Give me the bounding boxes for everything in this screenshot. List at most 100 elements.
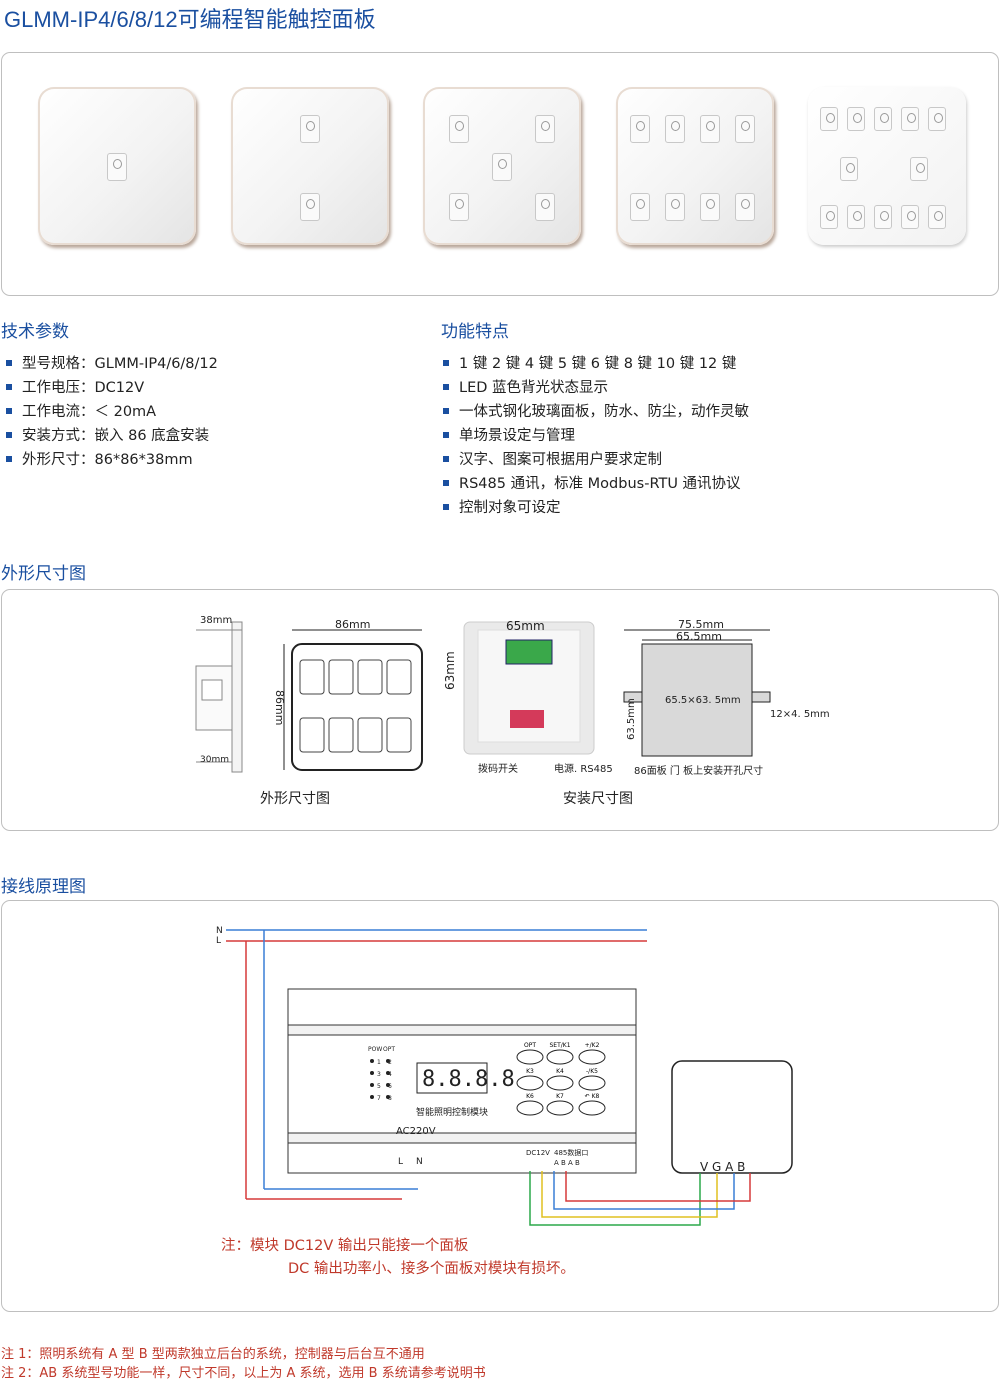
cutout-label: 86面板 门 板上安装开孔尺寸 — [634, 764, 763, 777]
led-number: 5 — [377, 1083, 381, 1090]
dimension-drawing: 38mm 30mm 86mm 86mm 65mm 63mm 拨码开关 电源. R… — [195, 615, 830, 777]
switch-key — [300, 193, 320, 221]
module-button — [516, 1049, 544, 1065]
tech-heading: 技术参数 — [1, 322, 69, 342]
dip-switch-label: 拨码开关 — [478, 762, 518, 775]
led-number: 7 — [377, 1095, 381, 1102]
feature-item: 控制对象可设定 — [443, 496, 749, 520]
module-button — [578, 1100, 606, 1116]
status-led — [386, 1059, 390, 1063]
switch-key — [901, 107, 919, 131]
led-number: 2 — [388, 1059, 392, 1066]
module-button-label: K6 — [526, 1093, 534, 1100]
module-button-label: SET/K1 — [549, 1042, 570, 1049]
switch-key — [847, 107, 865, 131]
switch-key — [700, 193, 720, 221]
switch-key — [300, 115, 320, 143]
panel-1-key — [38, 87, 196, 245]
dim-heading: 外形尺寸图 — [1, 564, 86, 584]
terminal-abab: A B A B — [554, 1159, 580, 1167]
module-button — [516, 1075, 544, 1091]
footnote-1: 注 1：照明系统有 A 型 B 型两款独立后台的系统，控制器与后台互不通用 — [1, 1347, 425, 1362]
panel-terminal-labels: V G A B — [700, 1160, 745, 1174]
bus-l-label: L — [216, 936, 221, 946]
switch-key — [820, 107, 838, 131]
switch-key — [107, 153, 127, 181]
power-rs485-label: 电源. RS485 — [554, 762, 613, 775]
switch-key — [901, 205, 919, 229]
panel-12-key — [808, 87, 966, 245]
product-photo-box — [1, 52, 999, 296]
module-button — [546, 1075, 574, 1091]
side-view — [195, 621, 243, 773]
terminal-dc12v: DC12V — [526, 1149, 550, 1157]
display-readout: 8.8.8.8 — [422, 1067, 515, 1092]
caption-outline: 外形尺寸图 — [260, 791, 330, 807]
switch-key — [665, 193, 685, 221]
switch-key — [910, 157, 928, 181]
wire-yellow — [541, 1171, 718, 1218]
led-number: 4 — [388, 1071, 392, 1078]
feature-item: 单场景设定与管理 — [443, 424, 749, 448]
wiring-diagram: N L 8.8.8.8 智能照明控制模块 POW OPT AC220V L N … — [216, 926, 793, 1226]
caption-install: 安装尺寸图 — [563, 791, 633, 807]
module-leds — [370, 1059, 390, 1099]
module-button-label: K4 — [556, 1068, 564, 1075]
dim-86mm-w: 86mm — [335, 618, 370, 631]
tech-item: 工作电压：DC12V — [6, 376, 218, 400]
dim-38mm: 38mm — [200, 615, 232, 626]
module-bottom — [287, 1142, 637, 1174]
switch-key — [449, 115, 469, 143]
feature-item: LED 蓝色背光状态显示 — [443, 376, 749, 400]
module-button-label: -/K5 — [586, 1068, 598, 1075]
dim-75-5mm: 75.5mm — [678, 618, 724, 631]
bus-n-label: N — [216, 926, 223, 936]
feature-item: 1 键 2 键 4 键 5 键 6 键 8 键 10 键 12 键 — [443, 352, 749, 376]
dim-63mm: 63mm — [443, 651, 457, 690]
switch-key — [535, 115, 555, 143]
module-button-label: ↶ K8 — [585, 1093, 600, 1100]
terminal-n: N — [416, 1157, 423, 1167]
status-led — [370, 1071, 374, 1075]
module-button — [546, 1100, 574, 1116]
features-list: 1 键 2 键 4 键 5 键 6 键 8 键 10 键 12 键 LED 蓝色… — [443, 352, 749, 520]
front-keys — [299, 659, 412, 753]
hole-size: 65.5×63. 5mm — [665, 695, 741, 706]
status-led — [370, 1095, 374, 1099]
wiring-note-2: DC 输出功率小、接多个面板对模块有损坏。 — [288, 1261, 575, 1277]
switch-key — [874, 205, 892, 229]
tech-item: 型号规格：GLMM-IP4/6/8/12 — [6, 352, 218, 376]
module-button-label: OPT — [524, 1042, 536, 1049]
switch-key — [630, 115, 650, 143]
switch-key — [665, 115, 685, 143]
front-view — [283, 629, 423, 771]
feature-item: 一体式钢化玻璃面板，防水、防尘，动作灵敏 — [443, 400, 749, 424]
switch-key — [928, 205, 946, 229]
module-button-label: K7 — [556, 1093, 564, 1100]
wiring-box: N L 8.8.8.8 智能照明控制模块 POW OPT AC220V L N … — [1, 900, 999, 1312]
opt-label: OPT — [383, 1046, 395, 1053]
footnote-2: 注 2：AB 系统型号功能一样，尺寸不同，以上为 A 系统，选用 B 系统请参考… — [1, 1366, 486, 1381]
led-number: 6 — [388, 1083, 392, 1090]
tech-item: 外形尺寸：86*86*38mm — [6, 448, 218, 472]
feature-item: 汉字、图案可根据用户要求定制 — [443, 448, 749, 472]
tech-item: 安装方式：嵌入 86 底盒安装 — [6, 424, 218, 448]
switch-key — [820, 205, 838, 229]
panel-2-key — [231, 87, 389, 245]
led-number: 1 — [377, 1059, 381, 1066]
tech-list: 型号规格：GLMM-IP4/6/8/12 工作电压：DC12V 工作电流：＜ 2… — [6, 352, 218, 472]
module-button — [516, 1100, 544, 1116]
features-heading: 功能特点 — [441, 322, 509, 342]
module-top — [287, 988, 637, 1026]
dim-86mm-h: 86mm — [273, 690, 286, 725]
wiring-note-1: 注：模块 DC12V 输出只能接一个面板 — [221, 1238, 469, 1254]
wire-blue — [553, 1171, 735, 1210]
module-button-label: +/K2 — [585, 1042, 600, 1049]
module-name: 智能照明控制模块 — [416, 1106, 488, 1118]
switch-key — [535, 193, 555, 221]
led-number: 8 — [388, 1095, 392, 1102]
terminal-l: L — [398, 1157, 403, 1167]
switch-key — [449, 193, 469, 221]
status-led — [370, 1083, 374, 1087]
